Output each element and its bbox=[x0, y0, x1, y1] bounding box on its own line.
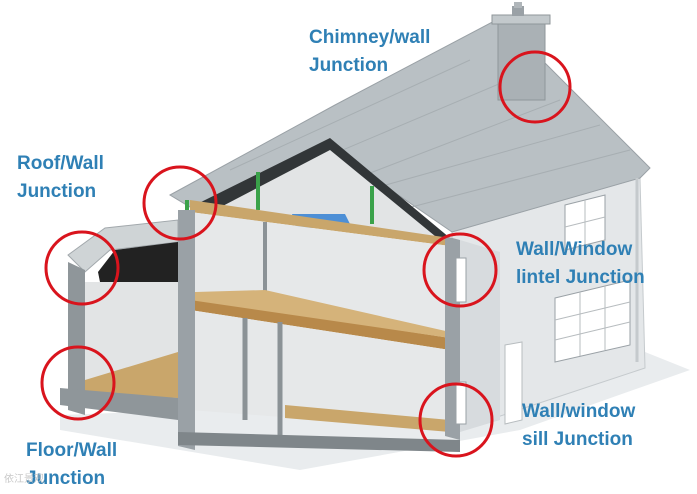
label-roof-wall-junction: Roof/Wall Junction bbox=[17, 150, 104, 206]
label-line: Junction bbox=[309, 52, 430, 80]
gable-door bbox=[505, 342, 522, 424]
front-window-lower bbox=[456, 382, 466, 424]
label-chimney-wall-junction: Chimney/wall Junction bbox=[309, 24, 430, 80]
label-line: sill Junction bbox=[522, 426, 635, 454]
label-line: Chimney/wall bbox=[309, 24, 430, 52]
front-section-wall bbox=[178, 210, 195, 450]
label-wall-window-lintel-junction: Wall/Window lintel Junction bbox=[516, 236, 645, 292]
label-line: Roof/Wall bbox=[17, 150, 104, 178]
label-wall-window-sill-junction: Wall/window sill Junction bbox=[522, 398, 635, 454]
label-line: Junction bbox=[17, 178, 104, 206]
label-line: Wall/Window bbox=[516, 236, 645, 264]
label-line: lintel Junction bbox=[516, 264, 645, 292]
label-line: Floor/Wall bbox=[26, 437, 117, 465]
label-line: Wall/window bbox=[522, 398, 635, 426]
watermark: 依江景观 bbox=[4, 470, 44, 485]
front-window-upper bbox=[456, 258, 466, 302]
